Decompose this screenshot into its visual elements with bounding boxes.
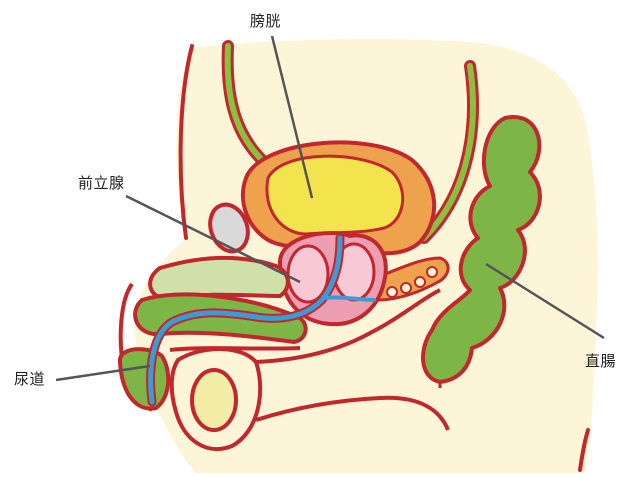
prostate-label: 前立腺 (78, 172, 125, 193)
urethra-label: 尿道 (14, 368, 45, 389)
bladder-label: 膀胱 (250, 10, 281, 31)
testis (192, 370, 236, 430)
glans (120, 349, 168, 408)
rectum-label: 直腸 (585, 350, 616, 371)
scrotum (172, 349, 260, 449)
